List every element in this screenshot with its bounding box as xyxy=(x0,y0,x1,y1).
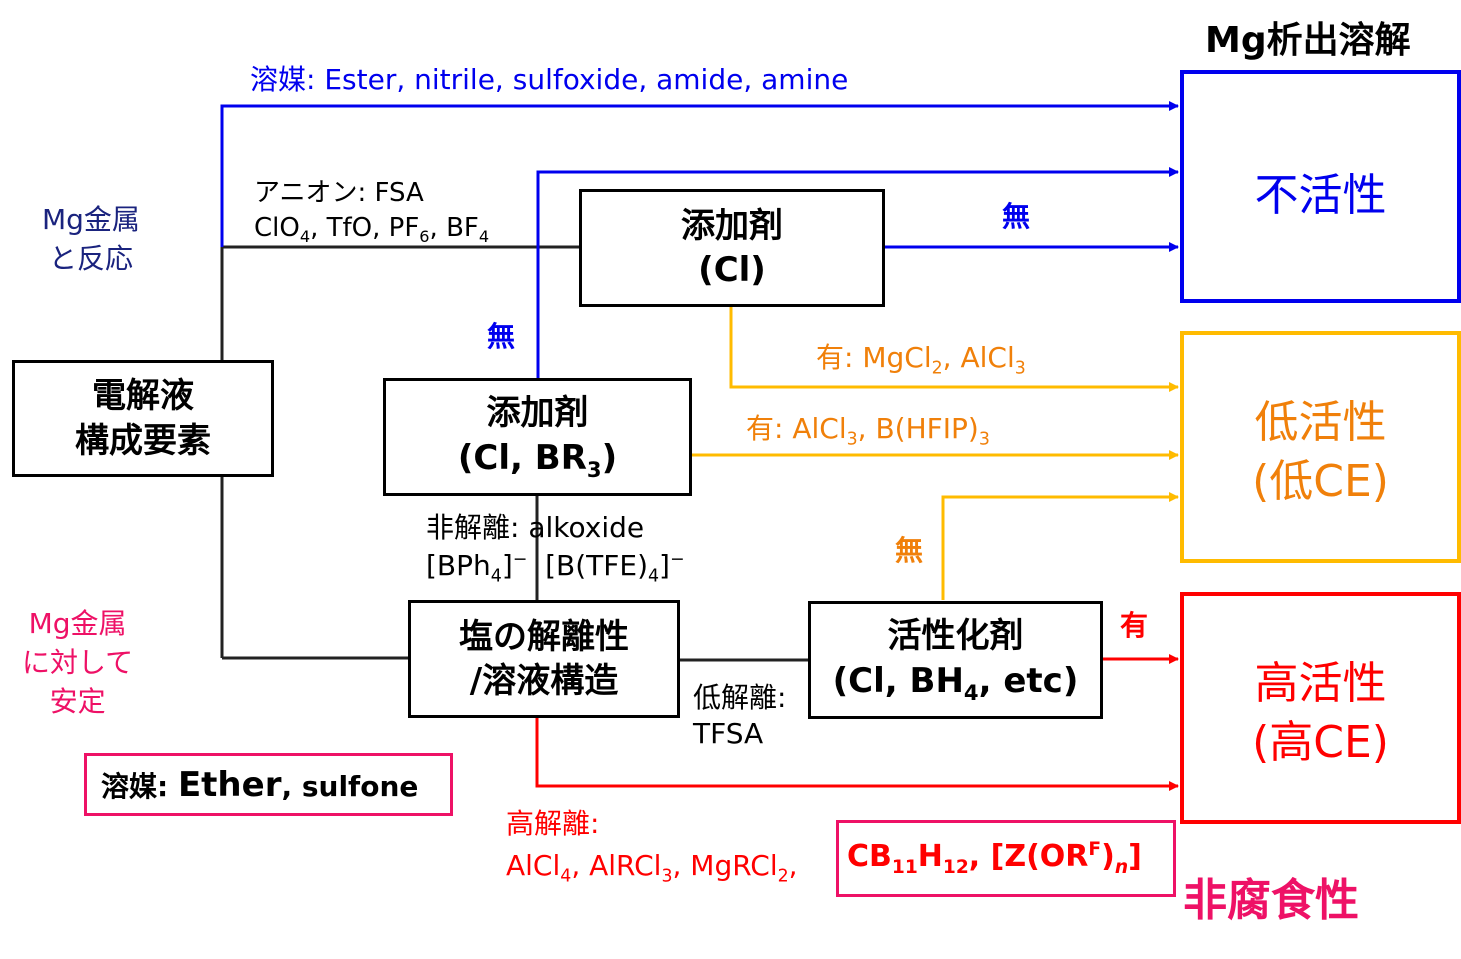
yes-alcl3-label: 有: AlCl3, B(HFIP)3 xyxy=(746,412,990,450)
additive-mid-line1: 添加剤 xyxy=(486,393,589,434)
result-high: 高活性 (高CE) xyxy=(1180,592,1461,824)
none-right-label: 無 xyxy=(1002,200,1031,233)
noncorrosive-label: 非腐食性 xyxy=(1183,875,1359,926)
box-additive-mid: 添加剤 (Cl, BR3) xyxy=(383,378,692,496)
solvent-top-label: 溶媒: Ester, nitrile, sulfoxide, amide, am… xyxy=(250,63,849,96)
nondiss-label: 非解離: alkoxide [BPh4]− [B(TFE)4]− xyxy=(426,511,685,587)
result-inactive: 不活性 xyxy=(1180,70,1461,303)
additive-mid-line2: (Cl, BR3) xyxy=(457,437,618,482)
solvent-bottom-label: 溶媒: Ether, sulfone xyxy=(101,764,419,805)
highdiss-label: 高解離: AlCl4, AlRCl3, MgRCl2, xyxy=(506,807,798,887)
none-orange-arrow xyxy=(941,492,1179,600)
activator-line2: (Cl, BH4, etc) xyxy=(832,660,1079,705)
mg-react-label: Mg金属 と反応 xyxy=(42,203,140,276)
anion-label: アニオン: FSA ClO4, TfO, PF6, BF4 xyxy=(254,178,490,247)
salt-line1: 塩の解離性 xyxy=(459,616,629,657)
highlight-box: CB11H12, [Z(ORF)n] xyxy=(836,820,1176,897)
box-salt: 塩の解離性 /溶液構造 xyxy=(408,600,680,718)
salt-line2: /溶液構造 xyxy=(469,661,619,701)
yes-mgcl2-arrow xyxy=(729,306,1179,392)
lowdiss-label: 低解離: TFSA xyxy=(693,681,787,751)
result-low-label: 低活性 xyxy=(1254,397,1387,448)
box-electrolyte: 電解液 構成要素 xyxy=(12,360,274,477)
result-inactive-label: 不活性 xyxy=(1254,170,1387,221)
mg-stable-label: Mg金属 に対して 安定 xyxy=(22,607,134,719)
result-high-label: 高活性 xyxy=(1254,658,1387,709)
activator-line1: 活性化剤 xyxy=(887,616,1024,657)
page-title: Mg析出溶解 xyxy=(1205,20,1411,61)
result-high-ce: (高CE) xyxy=(1252,717,1389,769)
highdiss-arrow xyxy=(535,717,1179,791)
result-low-ce: (低CE) xyxy=(1252,456,1389,508)
none-left-label: 無 xyxy=(487,320,516,353)
box-additive-top: 添加剤 (Cl) xyxy=(579,189,885,307)
yes-mgcl2-label: 有: MgCl2, AlCl3 xyxy=(816,341,1026,379)
electrolyte-line2: 構成要素 xyxy=(75,420,211,461)
result-low: 低活性 (低CE) xyxy=(1180,331,1461,563)
additive-top-line1: 添加剤 xyxy=(681,205,783,246)
solvent-bottom-box: 溶媒: Ether, sulfone xyxy=(84,753,453,816)
additive-top-line2: (Cl) xyxy=(698,250,766,290)
yes-red-label: 有 xyxy=(1120,609,1149,642)
none-arrow-mid xyxy=(536,167,1179,378)
box-activator: 活性化剤 (Cl, BH4, etc) xyxy=(808,601,1103,719)
none-orange-label: 無 xyxy=(895,534,924,567)
electrolyte-line1: 電解液 xyxy=(92,376,194,417)
solvent-arrow xyxy=(220,101,1179,247)
highlight-formula: CB11H12, [Z(ORF)n] xyxy=(847,839,1142,878)
